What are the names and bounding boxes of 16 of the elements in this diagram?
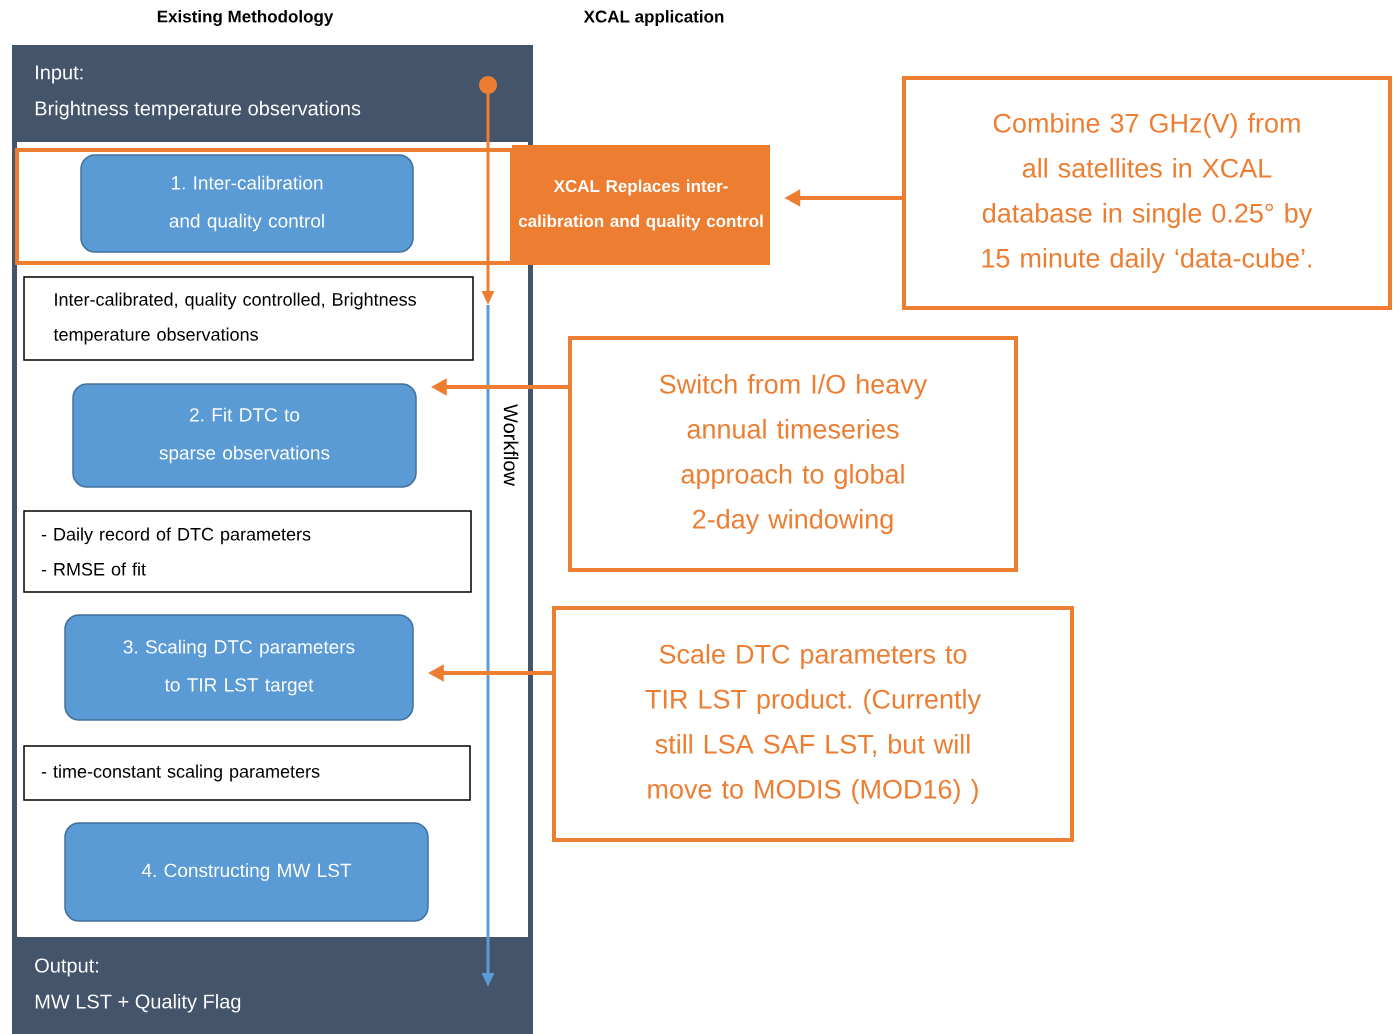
note-box: Switch from I/O heavy annual timeseries approach to global 2-day windowing [568, 336, 1018, 572]
highlight-frame [15, 148, 514, 265]
output-box: Inter-calibrated, quality controlled, Brightness temperature observations [23, 276, 474, 361]
output-box: - Daily record of DTC parameters - RMSE of fit [23, 510, 472, 593]
process-box: 4. Constructing MW LST [64, 822, 429, 922]
process-box: 2. Fit DTC to sparse observations [72, 383, 417, 488]
io-text: Output: MW LST + Quality Flag [35, 958, 241, 1013]
process-box: 1. Inter-calibration and quality control [80, 154, 414, 253]
note-box: Combine 37 GHz(V) from all satellites in XCAL database in single 0.25° by 15 minute daily ‘data-cube’. [902, 76, 1392, 310]
process-box: 3. Scaling DTC parameters to TIR LST target [64, 614, 414, 721]
note-box: Scale DTC parameters to TIR LST product. (Currently still LSA SAF LST, but will move to MODIS (MOD16) ) [552, 606, 1074, 842]
heading: Existing Methodology [157, 10, 334, 26]
output-box: - time-constant scaling parameters [23, 745, 471, 801]
replacement-box: XCAL Replaces inter-calibration and quality control [512, 145, 770, 265]
io-text: Input: Brightness temperature observations [35, 65, 361, 120]
column-heading: XCAL application [582, 9, 726, 27]
